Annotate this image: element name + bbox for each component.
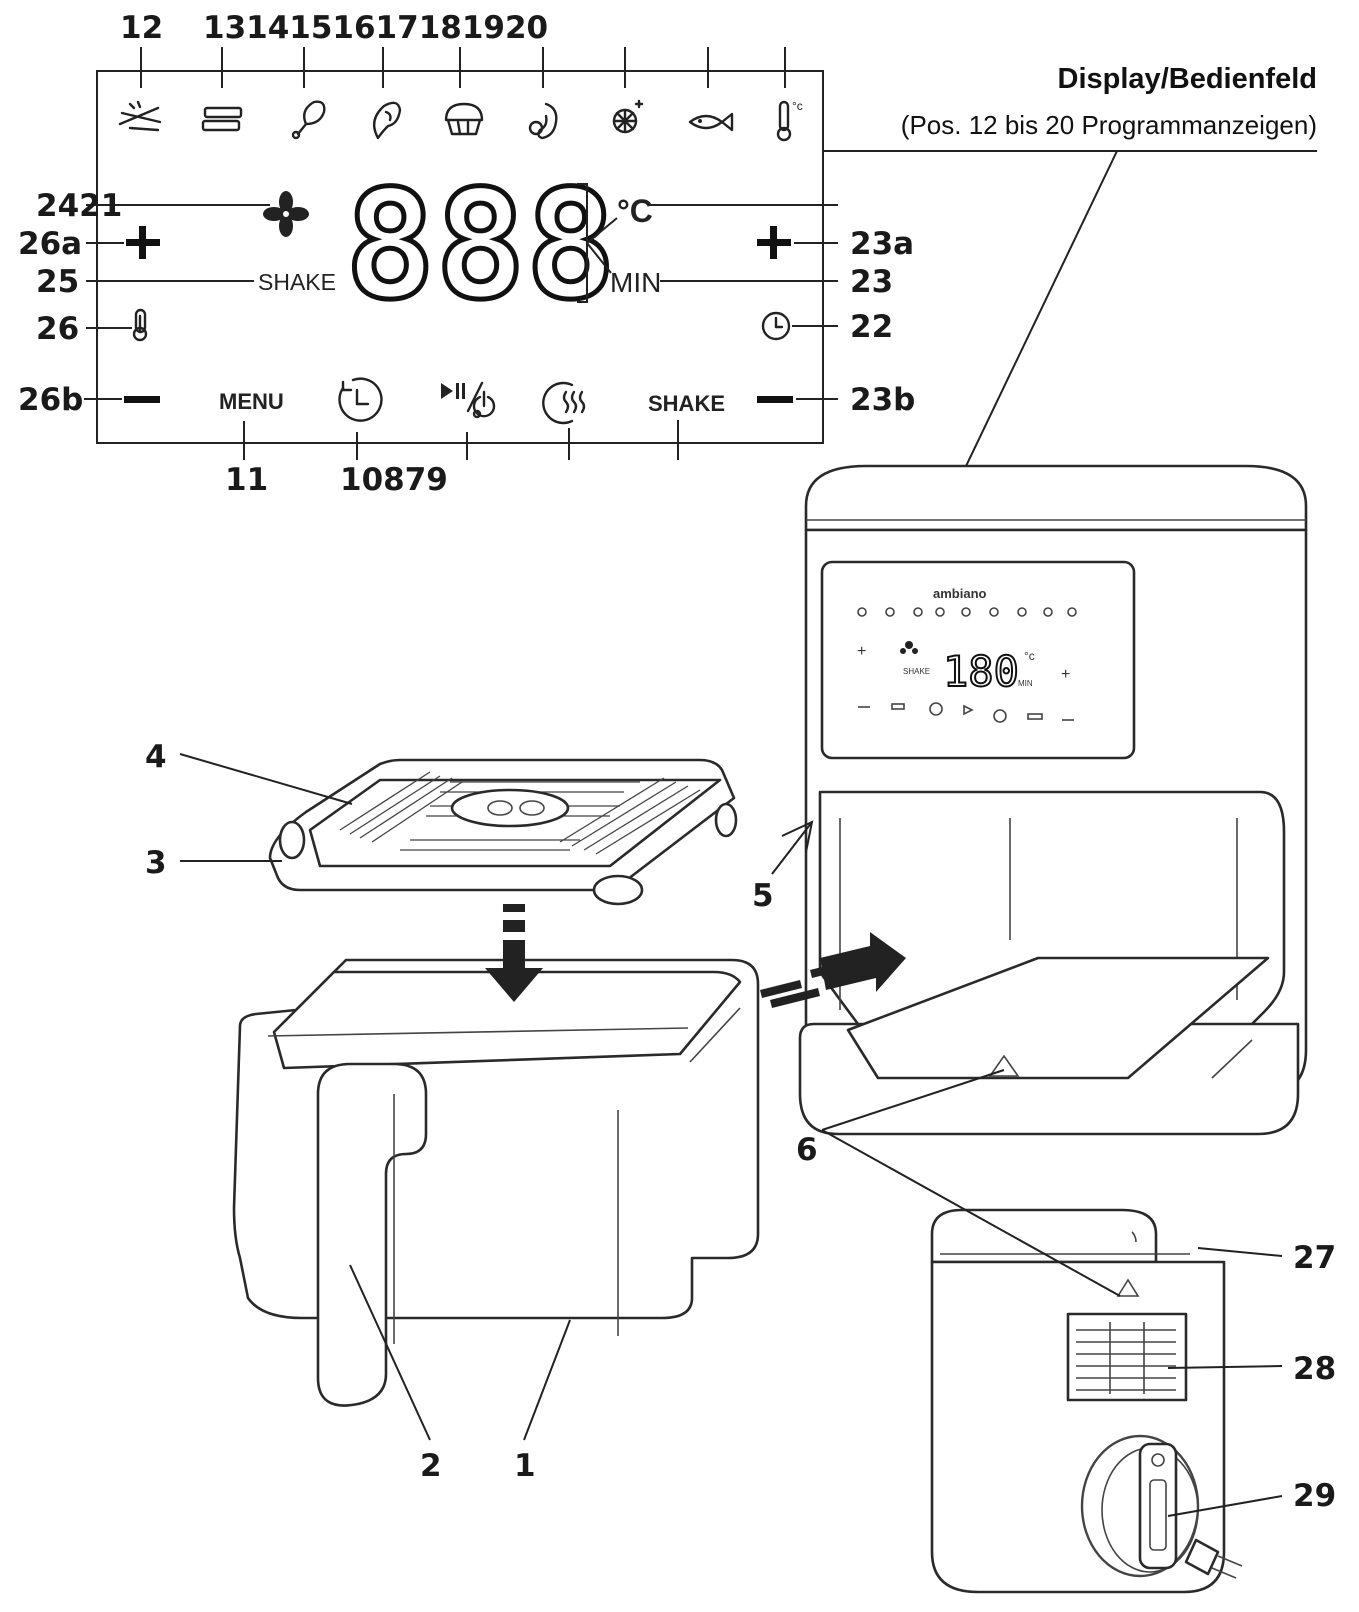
temp-minus-button[interactable] (124, 396, 160, 403)
label-12: 12 (120, 10, 163, 46)
label-6: 6 (796, 1132, 818, 1168)
label-10-7: 10879 (340, 462, 448, 498)
label-29: 29 (1293, 1478, 1336, 1514)
svg-text:+: + (857, 643, 866, 660)
insert-arrow-down (485, 904, 543, 1002)
device-temperature: 180 (943, 647, 1019, 696)
muffin-icon (444, 102, 484, 136)
time-plus-button[interactable] (757, 226, 791, 259)
defrost-icon (612, 99, 644, 134)
label-2: 2 (420, 1448, 442, 1484)
digit-display: 888 (345, 159, 616, 333)
clock-icon (761, 311, 791, 341)
airfryer-rear-view (930, 1208, 1243, 1594)
label-24-21: 2421 (36, 188, 122, 224)
label-11: 11 (225, 462, 268, 498)
steak-icon (372, 101, 402, 140)
start-pause-power-button[interactable] (441, 381, 496, 419)
label-26b: 26b (18, 382, 83, 418)
label-1: 1 (514, 1448, 536, 1484)
label-23b: 23b (850, 382, 915, 418)
menu-button[interactable]: MENU (219, 389, 284, 414)
label-26: 26 (36, 311, 79, 347)
device-unit-min: MIN (1018, 679, 1033, 688)
control-panel: °c 888 °C MIN SHAKE (84, 47, 1317, 584)
panel-title: Display/Bedienfeld (1058, 63, 1317, 95)
thermometer-icon: °c (776, 99, 803, 142)
label-3: 3 (145, 845, 167, 881)
device-brand: ambiano (933, 586, 987, 601)
label-26a: 26a (18, 226, 82, 262)
label-28: 28 (1293, 1351, 1336, 1387)
label-23a: 23a (850, 226, 914, 262)
shrimp-icon (528, 102, 558, 140)
temperature-icon (132, 308, 148, 342)
device-bottom-buttons (858, 702, 1074, 723)
top-leaders (140, 47, 786, 88)
insert-arrow-right (760, 932, 906, 1008)
lower-leaders (179, 753, 1283, 1517)
svg-text:°c: °c (792, 99, 803, 113)
label-23: 23 (850, 264, 893, 300)
device-unit-c: °c (1024, 649, 1035, 663)
fries-icon (118, 100, 162, 132)
device-program-icons (857, 607, 1077, 617)
device-fan-icon (900, 641, 918, 654)
device-shake: SHAKE (903, 667, 930, 676)
label-27: 27 (1293, 1240, 1336, 1276)
panel-subtitle: (Pos. 12 bis 20 Programmanzeigen) (901, 110, 1317, 140)
label-13-20: 1314151617181920 (203, 10, 548, 46)
drumstick-icon (291, 100, 326, 140)
frying-basket (232, 958, 760, 1407)
bottom-leaders (243, 420, 679, 460)
bacon-icon (201, 106, 243, 132)
timer-button[interactable] (338, 377, 383, 422)
svg-text:+: + (1061, 666, 1070, 683)
fish-icon (688, 112, 734, 132)
label-5: 5 (752, 878, 774, 914)
temp-plus-button[interactable] (126, 226, 160, 259)
crisping-tray (268, 758, 738, 906)
label-22: 22 (850, 309, 893, 345)
fan-icon (263, 191, 309, 237)
label-25: 25 (36, 264, 79, 300)
label-4: 4 (145, 739, 167, 775)
min-unit: MIN (610, 267, 661, 298)
celsius-unit: °C (617, 193, 653, 229)
time-minus-button[interactable] (757, 396, 793, 403)
shake-indicator: SHAKE (258, 269, 336, 295)
shake-button[interactable]: SHAKE (648, 391, 725, 416)
airfryer-housing: ambiano + + SHAKE 180 °c MIN (798, 464, 1308, 1136)
preheat-button[interactable] (542, 381, 586, 425)
